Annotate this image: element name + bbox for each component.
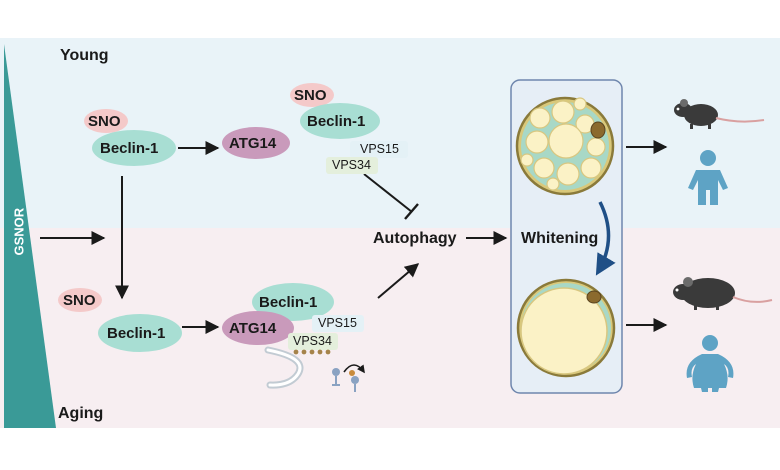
atg14-complex-bottom-ellipse	[222, 311, 294, 345]
inhibition-line	[363, 173, 413, 213]
vps15-bottom-label: VPS15	[318, 316, 357, 330]
young-person-icon	[688, 150, 728, 205]
vps34-top-box	[326, 157, 378, 174]
autophagy-label: Autophagy	[373, 230, 457, 247]
multilocular-fat-cell-icon	[515, 96, 615, 196]
beclin-complex-bottom-ellipse	[252, 283, 334, 321]
beclin-complex-top-label: Beclin-1	[307, 113, 366, 130]
aging-label: Aging	[58, 405, 104, 422]
aged-mouse-icon	[673, 277, 773, 310]
vps15-top-label: VPS15	[360, 142, 399, 156]
aged-person-icon	[686, 335, 734, 392]
inhibition-bar	[404, 203, 419, 220]
atg14-top-label: ATG14	[229, 135, 277, 152]
sno-bottom-badge	[58, 288, 102, 312]
complex-to-autophagy-arrow	[377, 263, 420, 299]
beclin-bottom-ellipse	[98, 314, 182, 352]
whitening-label: Whitening	[521, 230, 599, 247]
vps34-bottom-box	[288, 333, 338, 350]
sno-complex-top-badge	[290, 83, 334, 107]
unilocular-fat-cell-icon	[516, 278, 616, 378]
beclin-top-ellipse	[92, 130, 176, 166]
vps34-bottom-label: VPS34	[293, 334, 332, 348]
gsnor-label: GSNOR	[11, 207, 27, 256]
vps34-top-label: VPS34	[332, 158, 371, 172]
beclin-complex-top-ellipse	[300, 103, 380, 139]
whitening-curved-arrow	[595, 201, 616, 276]
gsnor-wedge	[4, 44, 56, 428]
vps34-dots	[293, 349, 331, 355]
phagophore-membrane-icon	[264, 346, 304, 389]
sno-top-label: SNO	[88, 113, 121, 130]
atg14-complex-bottom-label: ATG14	[229, 320, 277, 337]
vps15-bottom-box	[312, 315, 364, 332]
vps15-top-box	[350, 141, 408, 158]
young-label: Young	[60, 47, 109, 64]
lipidation-icon	[332, 364, 365, 392]
beclin-complex-bottom-label: Beclin-1	[259, 294, 318, 311]
young-mouse-icon	[674, 99, 765, 129]
sno-complex-top-label: SNO	[294, 87, 327, 104]
beclin-top-label: Beclin-1	[100, 140, 159, 157]
beclin-bottom-label: Beclin-1	[107, 325, 166, 342]
atg14-top-ellipse	[222, 127, 290, 159]
sno-top-badge	[84, 109, 128, 133]
sno-bottom-label: SNO	[63, 292, 96, 309]
